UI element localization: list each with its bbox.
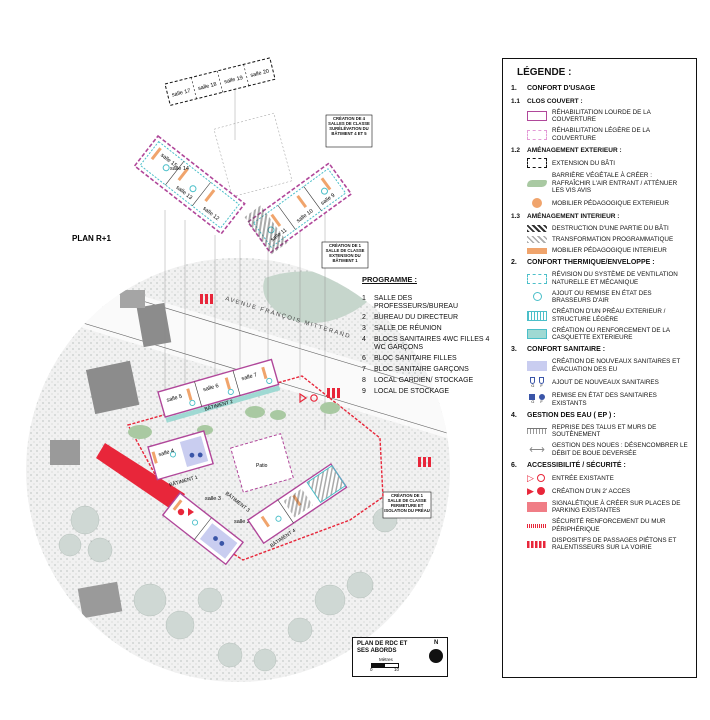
callout-extension: CRÉATION DE 1 SALLE DE CLASSE EXTENSION … — [321, 241, 369, 269]
room-label: salle 7 — [241, 372, 258, 382]
scale-box: PLAN DE RDC ET SES ABORDS N Mètres 0 10 — [352, 637, 448, 677]
circle-filled-icon — [536, 487, 545, 496]
patio-label: Patio — [256, 463, 268, 469]
swatch-preau — [527, 310, 547, 321]
legend-item: AJOUT OU REMISE EN ÉTAT DES BRASSEURS D'… — [527, 290, 688, 304]
triangle-filled-icon: ▶ — [527, 485, 534, 496]
legend-item: BARRIÈRE VÉGÉTALE À CRÉER : RAFRAÎCHIR L… — [527, 172, 688, 194]
legend-item: RÉHABILITATION LÉGÈRE DE LA COUVERTURE — [527, 127, 688, 142]
legend-item: MOBILIER PÉDAGOGIQUE INTERIEUR — [527, 247, 688, 254]
toilet-icon — [539, 376, 544, 384]
room-label: salle 5 — [166, 394, 183, 404]
legend-section-title: 4.GESTION DES EAU ( EP ) : — [511, 411, 616, 419]
room-label: salle 2 — [234, 519, 250, 525]
north-label: N — [434, 640, 439, 646]
swatch-casquette — [527, 328, 547, 339]
patio — [230, 433, 294, 493]
north-arrow-icon — [429, 649, 443, 663]
legend-title: LÉGENDE : — [517, 67, 572, 78]
swatch-extension — [527, 158, 547, 169]
legend-section-title: 6.ACCESSIBILITÉ / SÉCURITÉ : — [511, 461, 626, 469]
legend-item: SIGNALÉTIQUE À CRÉER SUR PLACES DE PARKI… — [527, 500, 688, 514]
round-sanitary-icon — [539, 394, 545, 401]
room-label: salle 18 — [197, 82, 217, 92]
room-label: salle 4 — [158, 448, 175, 458]
outdoor-furniture-icon — [532, 198, 542, 209]
legend-item: CRÉATION D'UN PRÉAU EXTERIEUR / STRUCTUR… — [527, 308, 688, 323]
legend-item: ▷ENTRÉE EXISTANTE — [527, 472, 614, 483]
room-label: salle 17 — [171, 88, 191, 98]
swatch-slope — [527, 428, 547, 435]
room-label: salle 3 — [205, 496, 221, 502]
legend-item: ▶CRÉATION D'UN 2' ACCES — [527, 485, 631, 496]
site-plan: salle 17 salle 18 salle 19 salle 20 sall… — [26, 57, 450, 682]
legend-section-title: 2.CONFORT THERMIQUE/ENVELOPPE : — [511, 259, 655, 267]
scale-zero: 0 — [370, 667, 373, 672]
legend-item: DESTRUCTION D'UNE PARTIE DU BÂTI — [527, 225, 688, 232]
scale-unit: Mètres — [379, 657, 393, 662]
swatch-transformation — [527, 235, 547, 243]
swatch-light-roof — [527, 129, 547, 140]
legend-item: CRÉATION DE NOUVEAUX SANITAIRES ET ÉVACU… — [527, 358, 688, 373]
plan-r1-title: PLAN R+1 — [72, 234, 111, 243]
swatch-destruction — [527, 224, 547, 232]
circle-outline-icon — [536, 474, 545, 483]
hedge-icon — [527, 179, 547, 187]
legend-item: CRÉATION OU RENFORCEMENT DE LA CASQUETTE… — [527, 327, 688, 341]
legend-item: DISPOSITIFS DE PASSAGES PIÉTONS ET RALEN… — [527, 537, 688, 551]
legend-item: RÉVISION DU SYSTÈME DE VENTILATION NATUR… — [527, 271, 688, 286]
room-label: salle 6 — [203, 383, 220, 393]
ceiling-fan-icon — [532, 292, 542, 302]
legend-item: RÉHABILITATION LOURDE DE LA COUVERTURE — [527, 109, 688, 123]
swatch-ventilation — [527, 273, 547, 284]
swatch-indoor-furniture — [527, 247, 547, 254]
swatch-crossing — [527, 540, 547, 548]
callout-preau: CRÉATION DE 1 SALLE DE CLASSE FERMETURE … — [382, 491, 432, 519]
room-label: salle 19 — [224, 75, 244, 85]
double-arrow-icon: ⟷ — [529, 443, 545, 456]
legend-item: EXTENSION DU BÂTI — [527, 158, 688, 169]
legend-item: TRANSFORMATION PROGRAMMATIQUE — [527, 236, 688, 243]
toilet-icon — [530, 376, 535, 384]
swatch-wall — [527, 523, 547, 528]
legend-item: SÉCURITÉ RENFORCEMENT DU MUR PÉRIPHÉRIQU… — [527, 518, 688, 533]
plan-r1: salle 17 salle 18 salle 19 salle 20 sall… — [72, 57, 353, 255]
swatch-heavy-roof — [527, 111, 547, 122]
triangle-outline-icon: ▷ — [527, 472, 534, 483]
scale-title: PLAN DE RDC ET SES ABORDS — [357, 641, 408, 654]
scale-bar — [371, 663, 399, 668]
legend-item: ⟷GESTION DES NOUES : DÉSENCOMBRER LE DÉB… — [527, 442, 688, 456]
legend-item: MOBILIER PÉDAGOGIQUE EXTERIEUR — [527, 198, 688, 209]
square-sanitary-icon — [529, 394, 535, 401]
programme-title: PROGRAMME : — [362, 275, 417, 284]
swatch-new-sanitary — [527, 360, 547, 371]
legend-item: REPRISE DES TALUS ET MURS DE SOUTÈNEMENT — [527, 424, 688, 438]
legend-section-title: 1.CONFORT D'USAGE — [511, 84, 596, 92]
legend-section-title: 3.CONFORT SANITAIRE : — [511, 346, 606, 354]
callout-surelevation: CRÉATION DE 4 SALLES DE CLASSE SURÉLÉVAT… — [325, 114, 373, 148]
room-label: salle 14 — [170, 166, 189, 172]
room-label: salle 20 — [250, 69, 270, 79]
scale-ten: 10 — [394, 667, 400, 672]
swatch-parking — [527, 502, 547, 513]
